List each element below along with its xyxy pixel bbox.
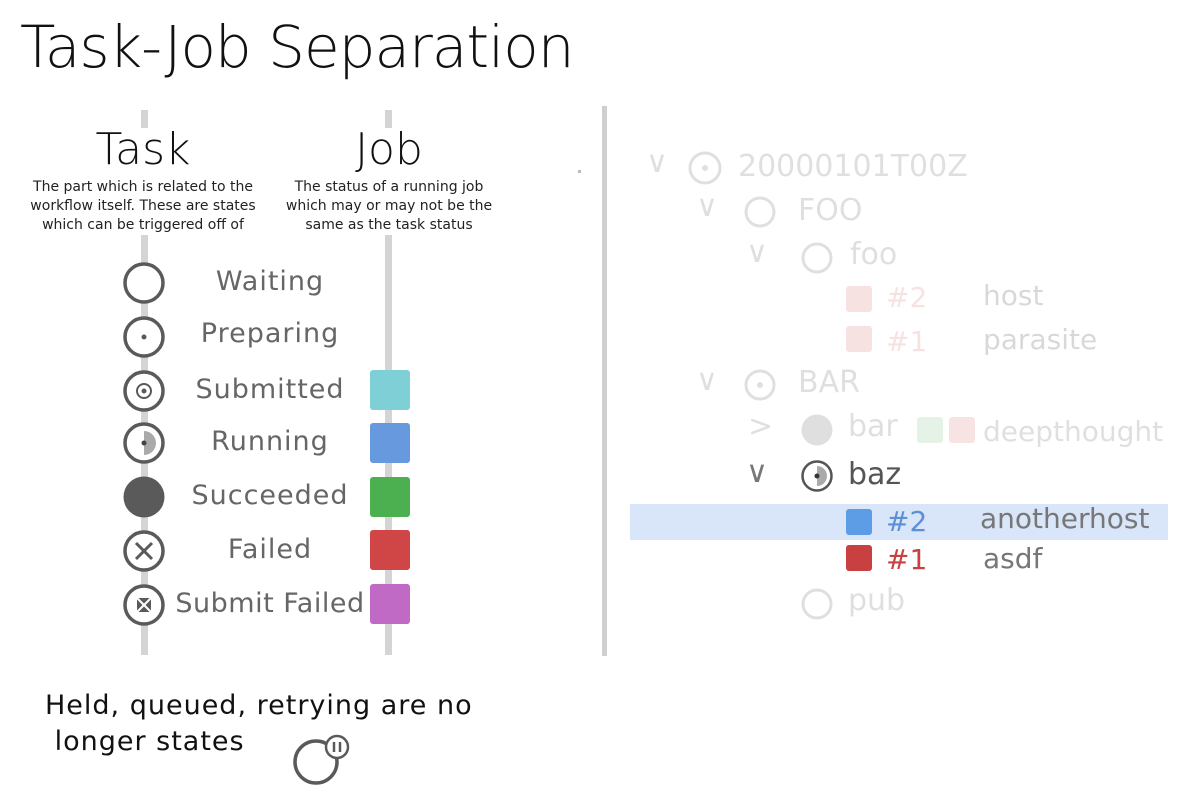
job-heading: Job [355,124,423,175]
tree-row-cycle[interactable]: ∨ 20000101T00Z [630,148,1170,188]
chevron-down-icon[interactable]: ∨ [696,189,718,224]
submitted-icon [123,370,165,412]
state-row-succeeded: Succeeded [120,474,420,520]
job-number: #1 [886,543,928,576]
waiting-icon [801,588,833,620]
state-row-submit-failed: Submit Failed [120,582,420,628]
footer-note: Held, queued, retrying are no longer sta… [45,690,473,757]
cycle-label: 20000101T00Z [738,149,968,184]
waiting-icon [123,262,165,304]
job-status-succeeded [370,477,410,517]
tree-row-task-baz[interactable]: ∨ baz [630,456,1170,496]
preparing-icon [688,151,722,185]
tree-row-family-bar[interactable]: ∨ BAR [630,364,1170,404]
state-label: Succeeded [191,480,349,511]
job-status-submitted [370,370,410,410]
job-status-square [846,509,872,535]
tree-row-job[interactable]: #1 asdf [630,544,1170,580]
task-label: baz [848,457,902,492]
job-number: #1 [886,325,928,358]
task-description: The part which is related to the workflo… [30,179,256,233]
family-label: FOO [798,193,863,228]
job-header: Job The status of a running job which ma… [282,128,496,235]
chevron-right-icon[interactable]: > [748,409,774,444]
job-status-square [846,545,872,571]
job-status-square [949,417,975,443]
speck [578,170,581,173]
running-icon [801,460,833,492]
job-status-running [370,423,410,463]
task-header: Task The part which is related to the wo… [30,128,256,235]
state-label: Failed [227,534,313,565]
succeeded-icon [801,414,833,446]
job-status-square [846,286,872,312]
tree-row-task-foo[interactable]: ∨ foo [630,238,1170,278]
state-row-preparing: Preparing [120,314,420,360]
chevron-down-icon[interactable]: ∨ [746,235,768,270]
tree-row-task-pub[interactable]: pub [630,584,1170,624]
tree-row-job[interactable]: #2 host [630,282,1170,318]
job-host: host [983,279,1044,312]
job-host: deepthought [983,415,1164,448]
state-label: Submitted [195,374,345,405]
preparing-icon [744,369,776,401]
tree-view: ∨ 20000101T00Z ∨ FOO ∨ foo #2 host #1 pa… [630,140,1170,640]
panel-divider [602,106,607,656]
job-description: The status of a running job which may or… [285,179,493,233]
state-label: Waiting [215,266,325,297]
chevron-down-icon[interactable]: ∨ [746,455,768,490]
tree-row-job-selected[interactable]: #2 anotherhost [630,504,1168,540]
state-label: Running [211,426,329,457]
tree-row-job[interactable]: #1 parasite [630,326,1170,362]
job-host: anotherhost [980,502,1150,535]
state-row-submitted: Submitted [120,368,420,414]
preparing-icon [123,316,165,358]
page-title: Task-Job Separation [20,13,575,81]
succeeded-icon [123,476,165,518]
job-host: parasite [983,323,1098,356]
chevron-down-icon[interactable]: ∨ [646,145,668,180]
job-status-failed [370,530,410,570]
task-label: foo [850,237,898,272]
job-number: #2 [886,505,928,538]
waiting-icon [744,196,776,228]
state-row-running: Running [120,420,420,466]
submit-failed-icon [123,584,165,626]
held-icon [293,734,350,785]
tree-row-task-bar[interactable]: > bar deepthought [630,410,1170,450]
state-row-failed: Failed [120,528,420,574]
task-label: pub [848,583,906,618]
failed-icon [123,530,165,572]
waiting-icon [801,242,833,274]
state-row-waiting: Waiting [120,260,420,306]
job-status-square [846,326,872,352]
job-number: #2 [886,281,928,314]
task-heading: Task [95,124,191,175]
state-label: Preparing [200,318,340,349]
running-icon [123,422,165,464]
chevron-down-icon[interactable]: ∨ [696,363,718,398]
job-status-square [917,417,943,443]
state-label: Submit Failed [175,588,365,619]
job-status-submit-failed [370,584,410,624]
tree-row-family-foo[interactable]: ∨ FOO [630,192,1170,232]
job-host: asdf [983,542,1043,575]
task-label: bar [848,409,898,444]
family-label: BAR [798,365,860,400]
